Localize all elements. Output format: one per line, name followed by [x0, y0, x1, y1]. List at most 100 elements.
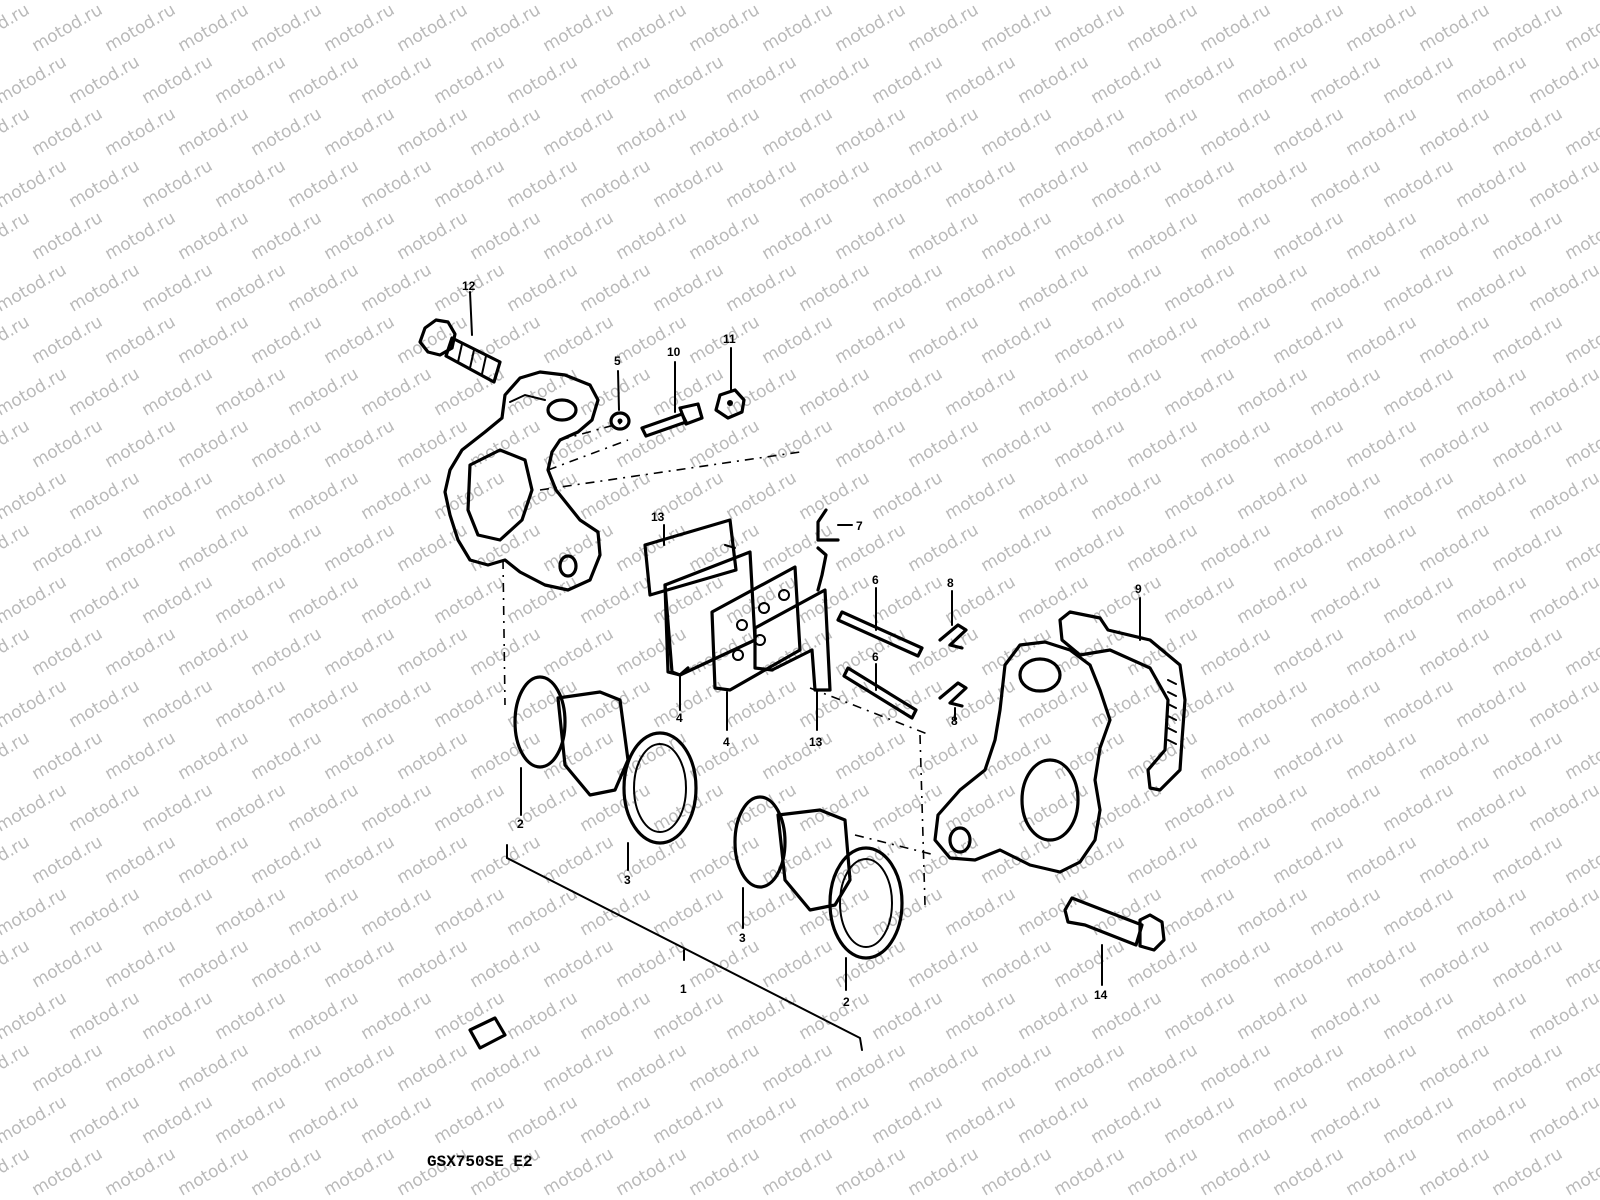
watermark-text: motod.ru	[504, 1196, 582, 1200]
watermark-text: motod.ru	[1380, 0, 1458, 4]
watermark-text: motod.ru	[1343, 1040, 1421, 1096]
watermark-text: motod.ru	[1124, 312, 1202, 368]
watermark-text: motod.ru	[66, 0, 144, 4]
watermark-text: motod.ru	[321, 624, 399, 680]
watermark-text: motod.ru	[832, 208, 910, 264]
watermark-text: motod.ru	[139, 0, 217, 4]
watermark-text: motod.ru	[1489, 312, 1567, 368]
watermark-text: motod.ru	[796, 156, 874, 212]
watermark-text: motod.ru	[869, 260, 947, 316]
watermark-text: motod.ru	[686, 624, 764, 680]
watermark-text: motod.ru	[577, 468, 655, 524]
watermark-text: motod.ru	[29, 936, 107, 992]
watermark-text: motod.ru	[0, 832, 33, 888]
piston-seal-2-lower	[828, 846, 904, 960]
watermark-text: motod.ru	[832, 312, 910, 368]
watermark-text: motod.ru	[759, 936, 837, 992]
watermark-text: motod.ru	[1307, 468, 1385, 524]
watermark-text: motod.ru	[869, 572, 947, 628]
watermark-text: motod.ru	[285, 1092, 363, 1148]
watermark-text: motod.ru	[285, 572, 363, 628]
watermark-text: motod.ru	[540, 728, 618, 784]
watermark-text: motod.ru	[1161, 1092, 1239, 1148]
watermark-text: motod.ru	[1416, 728, 1494, 784]
watermark-text: motod.ru	[1380, 572, 1458, 628]
watermark-text: motod.ru	[1562, 832, 1600, 888]
watermark-text: motod.ru	[1197, 0, 1275, 56]
watermark-text: motod.ru	[467, 520, 545, 576]
watermark-text: motod.ru	[285, 884, 363, 940]
watermark-text: motod.ru	[212, 0, 290, 4]
watermark-text: motod.ru	[796, 0, 874, 4]
watermark-text: motod.ru	[613, 1040, 691, 1096]
watermark-text: motod.ru	[905, 312, 983, 368]
watermark-text: motod.ru	[0, 1092, 70, 1148]
dust-seal-3-lower	[733, 795, 787, 889]
watermark-text: motod.ru	[1197, 104, 1275, 160]
watermark-text: motod.ru	[139, 468, 217, 524]
watermark-text: motod.ru	[1197, 624, 1275, 680]
watermark-text: motod.ru	[1015, 1092, 1093, 1148]
watermark-text: motod.ru	[139, 52, 217, 108]
watermark-text: motod.ru	[175, 520, 253, 576]
callout-labels: 12 5 10 11 13 7 6 8 9 6 8 4 4 13 2 3 3 2…	[462, 279, 1142, 1009]
watermark-text: motod.ru	[139, 780, 217, 836]
watermark-text: motod.ru	[978, 0, 1056, 56]
watermark-text: motod.ru	[467, 0, 545, 56]
watermark-text: motod.ru	[869, 52, 947, 108]
watermark-text: motod.ru	[650, 364, 728, 420]
watermark-text: motod.ru	[1489, 208, 1567, 264]
watermark-text: motod.ru	[139, 988, 217, 1044]
watermark-text: motod.ru	[212, 52, 290, 108]
watermark-text: motod.ru	[1088, 0, 1166, 4]
callout-6-upper: 6	[872, 573, 879, 587]
watermark-text: motod.ru	[1161, 572, 1239, 628]
callout-14: 14	[1094, 988, 1108, 1002]
callout-11: 11	[723, 332, 736, 346]
watermark-text: motod.ru	[285, 988, 363, 1044]
watermark-text: motod.ru	[285, 468, 363, 524]
watermark-text: motod.ru	[285, 0, 363, 4]
watermark-text: motod.ru	[1380, 780, 1458, 836]
watermark-text: motod.ru	[102, 104, 180, 160]
watermark-text: motod.ru	[358, 0, 436, 4]
watermark-text: motod.ru	[1124, 832, 1202, 888]
watermark-text: motod.ru	[686, 416, 764, 472]
watermark-text: motod.ru	[102, 624, 180, 680]
watermark-text: motod.ru	[504, 52, 582, 108]
watermark-text: motod.ru	[1088, 1196, 1166, 1200]
watermark-text: motod.ru	[1526, 0, 1600, 4]
watermark-text: motod.ru	[1197, 1144, 1275, 1200]
watermark-text: motod.ru	[1051, 416, 1129, 472]
watermark-text: motod.ru	[1562, 104, 1600, 160]
watermark-text: motod.ru	[1489, 624, 1567, 680]
watermark-text: motod.ru	[1453, 780, 1531, 836]
watermark-text: motod.ru	[1307, 1092, 1385, 1148]
watermark-text: motod.ru	[613, 312, 691, 368]
watermark-text: motod.ru	[1343, 0, 1421, 56]
watermark-text: motod.ru	[1234, 0, 1312, 4]
watermark-text: motod.ru	[978, 1144, 1056, 1200]
watermark-text: motod.ru	[431, 0, 509, 4]
watermark-text: motod.ru	[248, 0, 326, 56]
watermark-text: motod.ru	[66, 572, 144, 628]
watermark-text: motod.ru	[869, 364, 947, 420]
watermark-text: motod.ru	[759, 0, 837, 56]
callout-13-upper: 13	[651, 510, 665, 524]
watermark-text: motod.ru	[358, 780, 436, 836]
watermark-text: motod.ru	[1270, 936, 1348, 992]
watermark-text: motod.ru	[1234, 988, 1312, 1044]
watermark-text: motod.ru	[1234, 52, 1312, 108]
watermark-text: motod.ru	[1489, 104, 1567, 160]
watermark-text: motod.ru	[759, 104, 837, 160]
caliper-housing-left	[443, 370, 602, 592]
watermark-text: motod.ru	[1489, 728, 1567, 784]
watermark-text: motod.ru	[1124, 104, 1202, 160]
watermark-text: motod.ru	[650, 1092, 728, 1148]
watermark-text: motod.ru	[66, 988, 144, 1044]
watermark-text: motod.ru	[1526, 780, 1600, 836]
watermark-text: motod.ru	[577, 676, 655, 732]
watermark-text: motod.ru	[394, 0, 472, 56]
